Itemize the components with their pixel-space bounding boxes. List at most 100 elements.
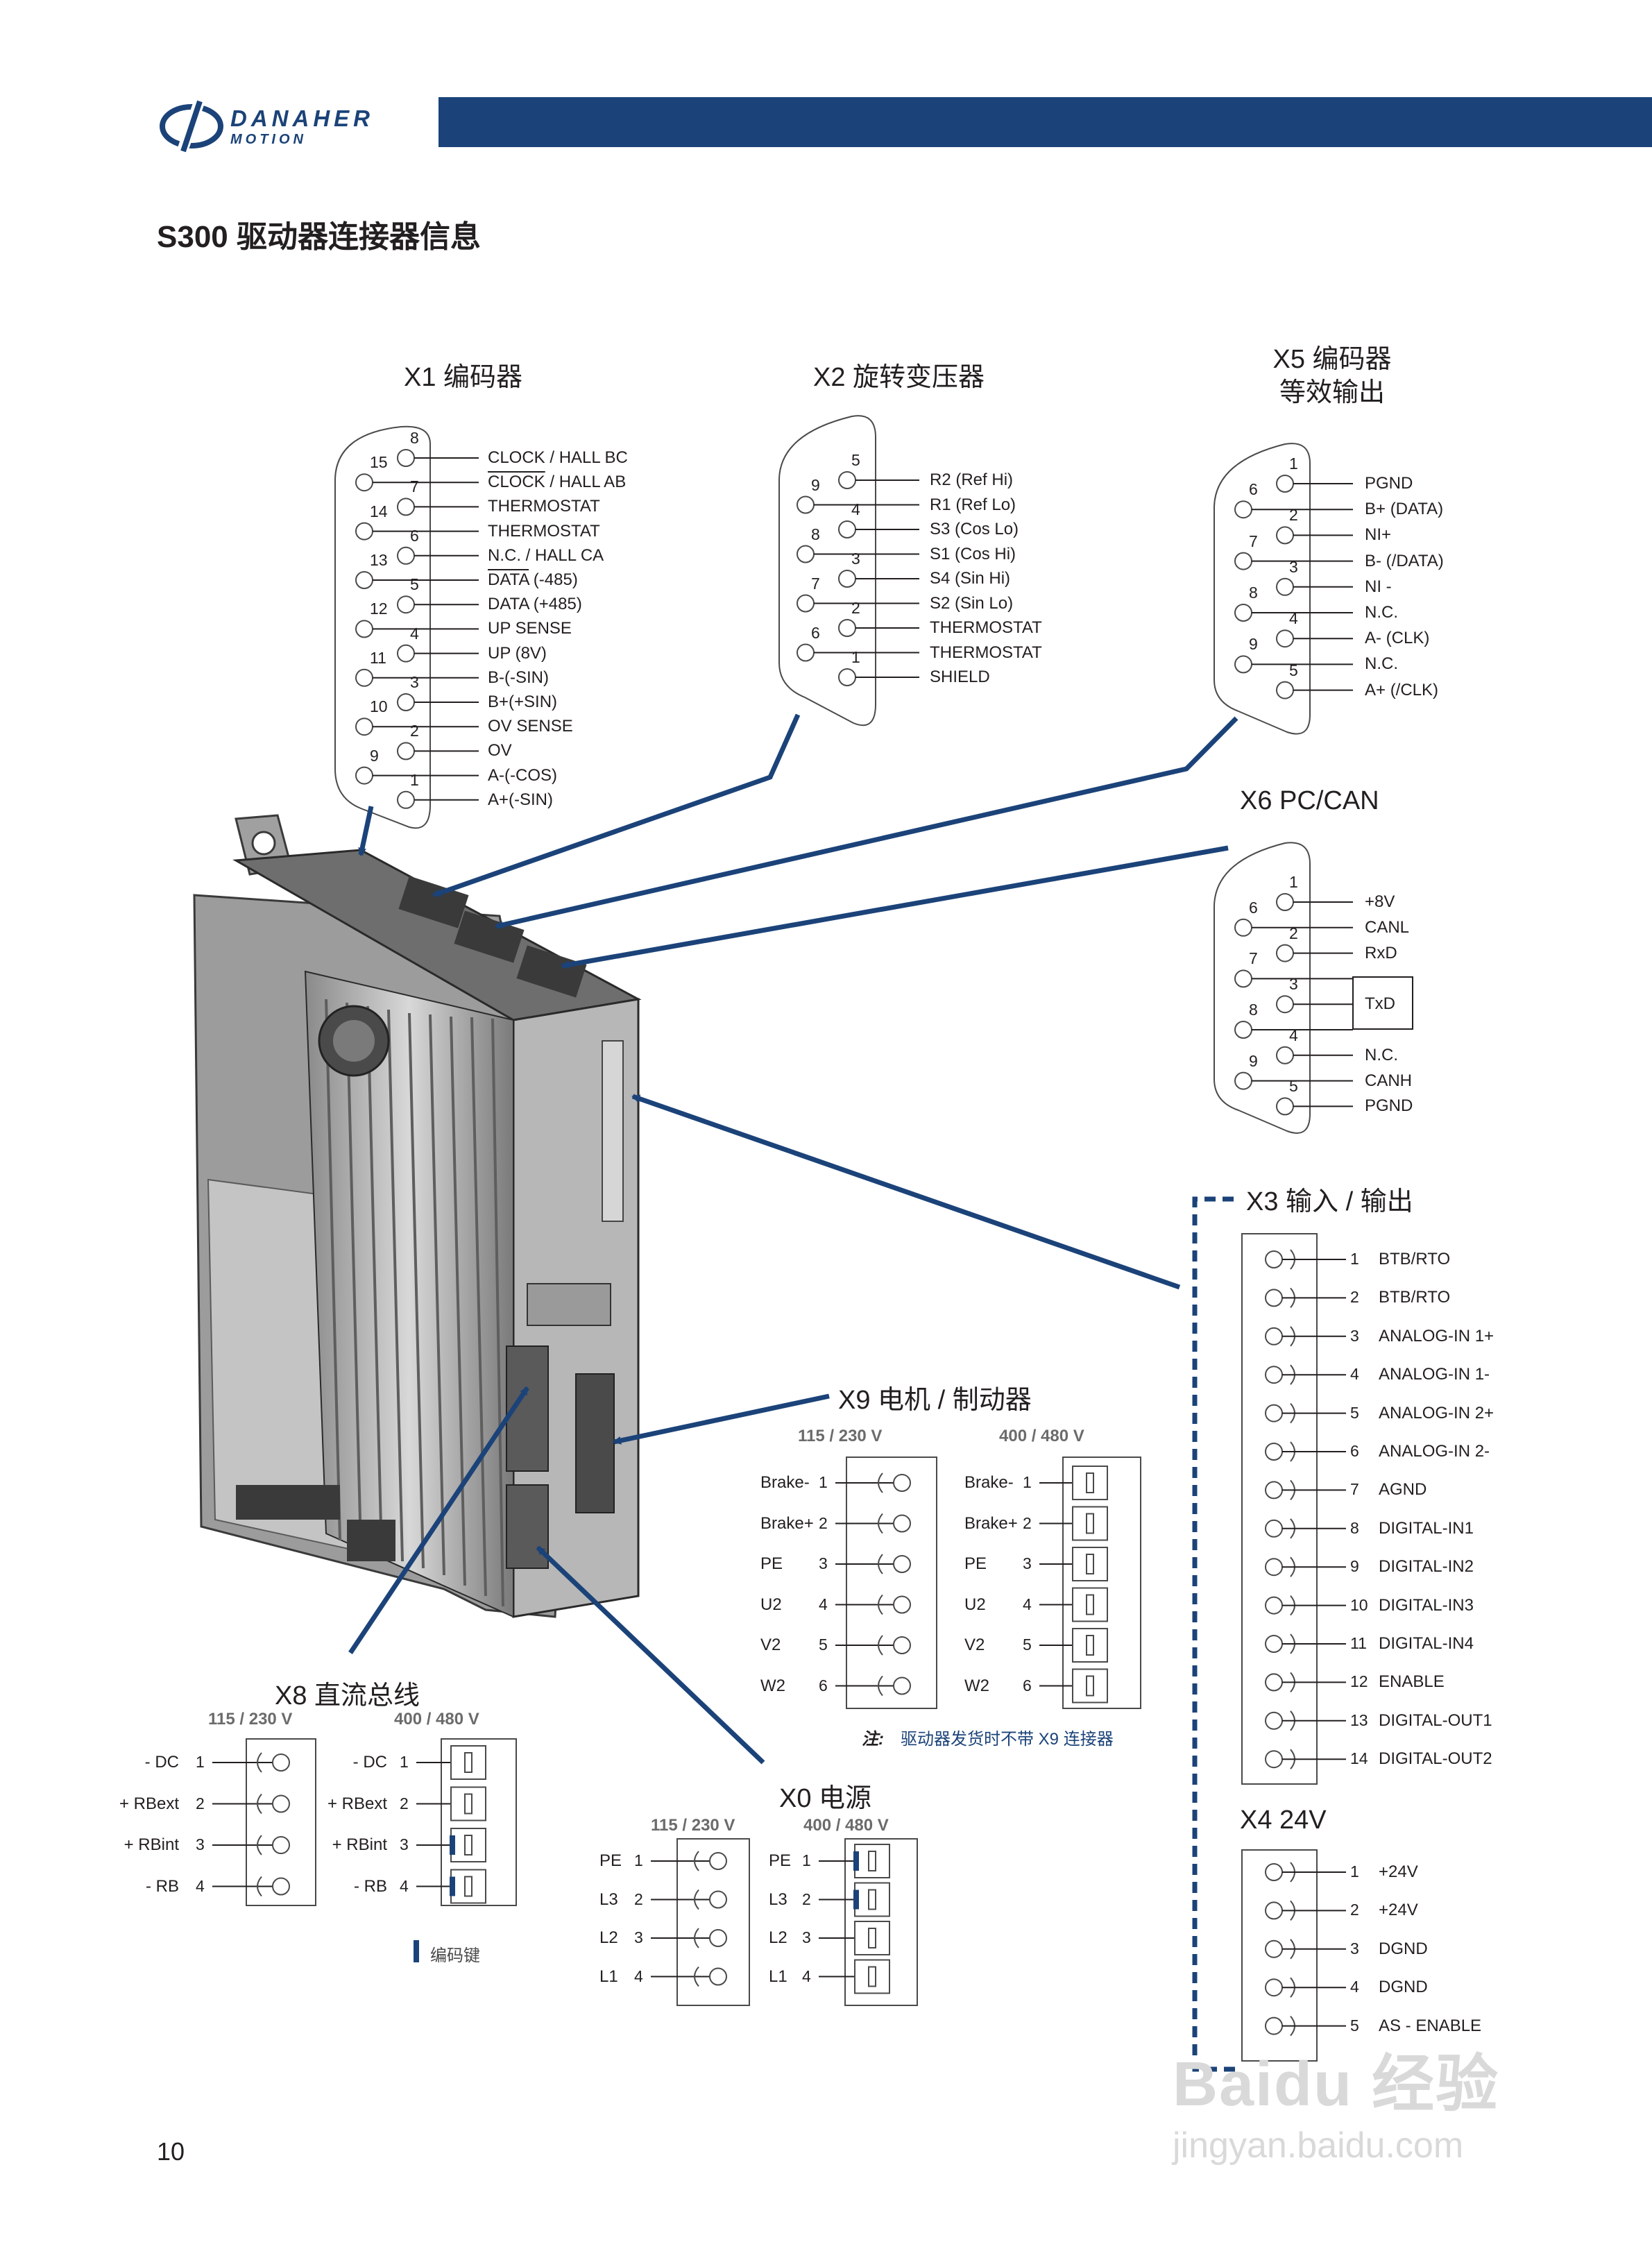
x8-right-cell-3 bbox=[450, 1828, 486, 1862]
x8-left-pin-label: - DC bbox=[144, 1753, 179, 1772]
arrow-x0 bbox=[536, 1545, 765, 1765]
x2-pin-label: S1 (Cos Hi) bbox=[930, 544, 1016, 563]
x1-pin-4 bbox=[397, 644, 415, 663]
pin-graphics bbox=[212, 449, 1353, 2037]
x2-pin-label: THERMOSTAT bbox=[930, 643, 1042, 662]
x9-left-terminal-3 bbox=[893, 1555, 911, 1573]
x3-terminal-14 bbox=[1265, 1750, 1283, 1769]
x6-pin-label: PGND bbox=[1365, 1096, 1413, 1116]
x0-right-pin-label: L1 bbox=[769, 1967, 787, 1986]
x8-right-slot-3 bbox=[464, 1835, 472, 1855]
x1-pin-13 bbox=[355, 571, 373, 589]
x3-pin-label: DIGITAL-IN1 bbox=[1379, 1518, 1474, 1538]
x0-left-pin-label: L2 bbox=[599, 1928, 618, 1947]
x3-terminal-10 bbox=[1265, 1596, 1283, 1615]
x3-pin-label: ANALOG-IN 2- bbox=[1379, 1442, 1490, 1461]
x2-title: X2 旋转变压器 bbox=[813, 363, 985, 392]
x1-pin-label: B+(+SIN) bbox=[488, 693, 558, 711]
x3-terminal-6 bbox=[1265, 1443, 1283, 1461]
x9-right-pin-label: U2 bbox=[964, 1595, 986, 1614]
x5-pin-number: 7 bbox=[1249, 532, 1258, 550]
x6-pin-number: 2 bbox=[1289, 924, 1298, 942]
x1-pin-number: 11 bbox=[370, 648, 386, 667]
x5-pin-number: 1 bbox=[1289, 455, 1298, 473]
x8-right-slot-4 bbox=[464, 1876, 472, 1897]
x4-pin-label: DGND bbox=[1379, 1978, 1428, 1997]
x0-left-terminal-1 bbox=[709, 1852, 727, 1870]
x0-right-pin-label: L2 bbox=[769, 1928, 787, 1947]
x0-left-pin-number: 3 bbox=[634, 1928, 643, 1946]
x4-pin-label: +24V bbox=[1379, 1862, 1418, 1881]
x9-left-pin-label: PE bbox=[760, 1554, 783, 1573]
x3-terminal-2 bbox=[1265, 1289, 1283, 1307]
x5-pin-label: B- (/DATA) bbox=[1365, 551, 1444, 570]
x8-left-clip-1 bbox=[257, 1752, 262, 1773]
x1-pin-2 bbox=[397, 742, 415, 761]
x1-pin-label: DATA (-485) bbox=[488, 570, 578, 589]
x3-terminal-7 bbox=[1265, 1481, 1283, 1500]
x0-block-115v bbox=[676, 1838, 750, 2006]
x5-pin-label: PGND bbox=[1365, 474, 1413, 493]
x2-pin-number: 8 bbox=[811, 525, 820, 543]
x6-pin-number: 6 bbox=[1249, 898, 1258, 917]
x9-left-clip-1 bbox=[878, 1472, 883, 1493]
x6-dsub-outline bbox=[1214, 842, 1311, 1134]
x1-pin-15 bbox=[355, 473, 373, 492]
x9-right-pin-number: 5 bbox=[1023, 1636, 1032, 1654]
x8-left-pin-number: 4 bbox=[196, 1876, 205, 1895]
x9-left-terminal-4 bbox=[893, 1595, 911, 1614]
x1-pin-label: B-(-SIN) bbox=[488, 668, 549, 687]
x3-pin-number: 7 bbox=[1350, 1480, 1359, 1499]
x6-pin-3 bbox=[1276, 995, 1294, 1014]
x3-terminal-13 bbox=[1265, 1711, 1283, 1730]
x5-pin-9 bbox=[1234, 655, 1252, 674]
x5-pin-4 bbox=[1276, 629, 1294, 648]
x5-pin-label: A- (CLK) bbox=[1365, 629, 1430, 648]
x1-pin-10 bbox=[355, 717, 373, 736]
x3-pin-number: 4 bbox=[1350, 1365, 1359, 1384]
x2-pin-label: S2 (Sin Lo) bbox=[930, 593, 1014, 613]
arrow-x9 bbox=[613, 1393, 830, 1445]
x2-pin-number: 7 bbox=[811, 574, 820, 593]
x0-right-cell-3 bbox=[854, 1921, 890, 1955]
x5-pin-label: B+ (DATA) bbox=[1365, 500, 1444, 519]
x2-pin-6 bbox=[797, 643, 815, 662]
x2-pin-9 bbox=[797, 495, 815, 514]
x9-left-clip-2 bbox=[878, 1513, 883, 1534]
x6-pin-number: 4 bbox=[1289, 1026, 1298, 1044]
x9-left-pin-number: 6 bbox=[819, 1676, 828, 1695]
x3-pin-label: BTB/RTO bbox=[1379, 1288, 1451, 1307]
x6-pin-2 bbox=[1276, 944, 1294, 962]
x2-pin-number: 6 bbox=[811, 623, 820, 642]
x1-pin-label: CLOCK / HALL AB bbox=[488, 473, 627, 492]
x9-volt-400: 400 / 480 V bbox=[999, 1427, 1084, 1445]
x1-pin-label: DATA (+485) bbox=[488, 595, 582, 614]
x3-pin-number: 11 bbox=[1350, 1634, 1367, 1652]
x5-pin-label: N.C. bbox=[1365, 654, 1398, 674]
watermark-logo: Baidu 经验 bbox=[1173, 2050, 1500, 2119]
x2-pin-number: 3 bbox=[851, 550, 860, 568]
x5-pin-8 bbox=[1234, 604, 1252, 622]
x6-pin-number: 7 bbox=[1249, 949, 1258, 968]
x0-block-400v bbox=[844, 1838, 918, 2006]
x0-left-clip-2 bbox=[694, 1889, 699, 1910]
x0-right-slot-3 bbox=[868, 1928, 876, 1948]
x6-pin-label: RxD bbox=[1365, 943, 1397, 962]
x3-pin-number: 10 bbox=[1350, 1595, 1368, 1614]
x4-pin-label: AS - ENABLE bbox=[1379, 2016, 1482, 2035]
x2-pin-2 bbox=[838, 619, 856, 637]
x9-right-pin-number: 6 bbox=[1023, 1676, 1032, 1695]
x9-title: X9 电机 / 制动器 bbox=[838, 1386, 1032, 1415]
x3-pin-number: 14 bbox=[1350, 1749, 1368, 1768]
x9-right-cell-2 bbox=[1072, 1506, 1108, 1541]
x5-pin-1 bbox=[1276, 475, 1294, 493]
x1-pin-label: THERMOSTAT bbox=[488, 497, 600, 516]
x8-right-pin-label: + RBext bbox=[327, 1794, 387, 1813]
x6-title: X6 PC/CAN bbox=[1240, 786, 1379, 815]
x9-left-pin-label: Brake- bbox=[760, 1473, 810, 1492]
x1-pin-9 bbox=[355, 766, 373, 785]
x0-coding-key-1 bbox=[853, 1851, 859, 1871]
x8-right-pin-label: + RBint bbox=[332, 1835, 387, 1854]
watermark-url: jingyan.baidu.com bbox=[1173, 2125, 1464, 2166]
x5-pin-6 bbox=[1234, 500, 1252, 519]
